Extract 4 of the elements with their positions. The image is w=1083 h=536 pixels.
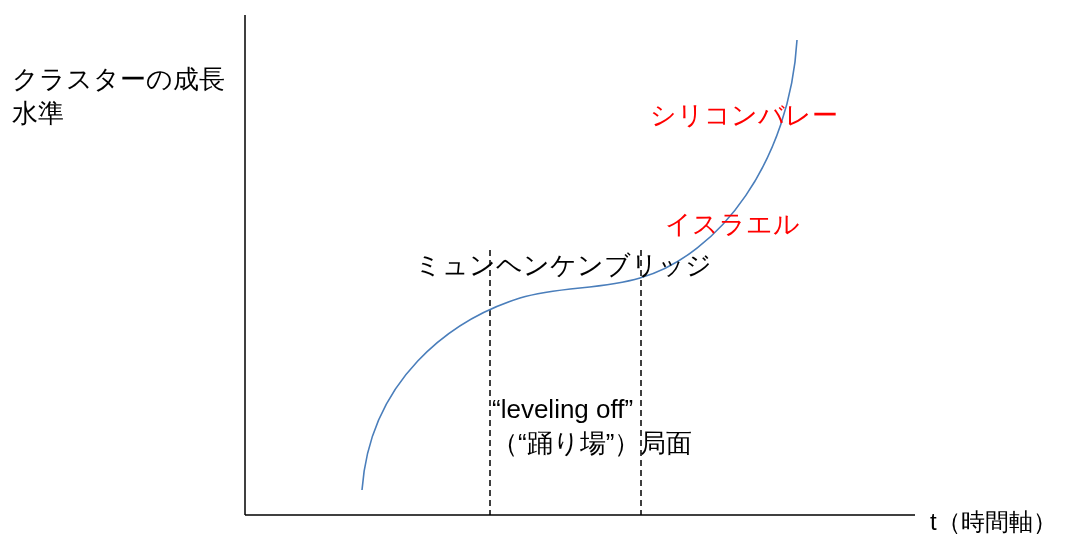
- axis-title: t（時間軸）: [930, 507, 1058, 536]
- phase-label: “leveling off” （“踊り場”）局面: [492, 393, 694, 460]
- axis-title: クラスターの成長水準: [12, 63, 226, 130]
- region-label: イスラエル: [665, 208, 801, 241]
